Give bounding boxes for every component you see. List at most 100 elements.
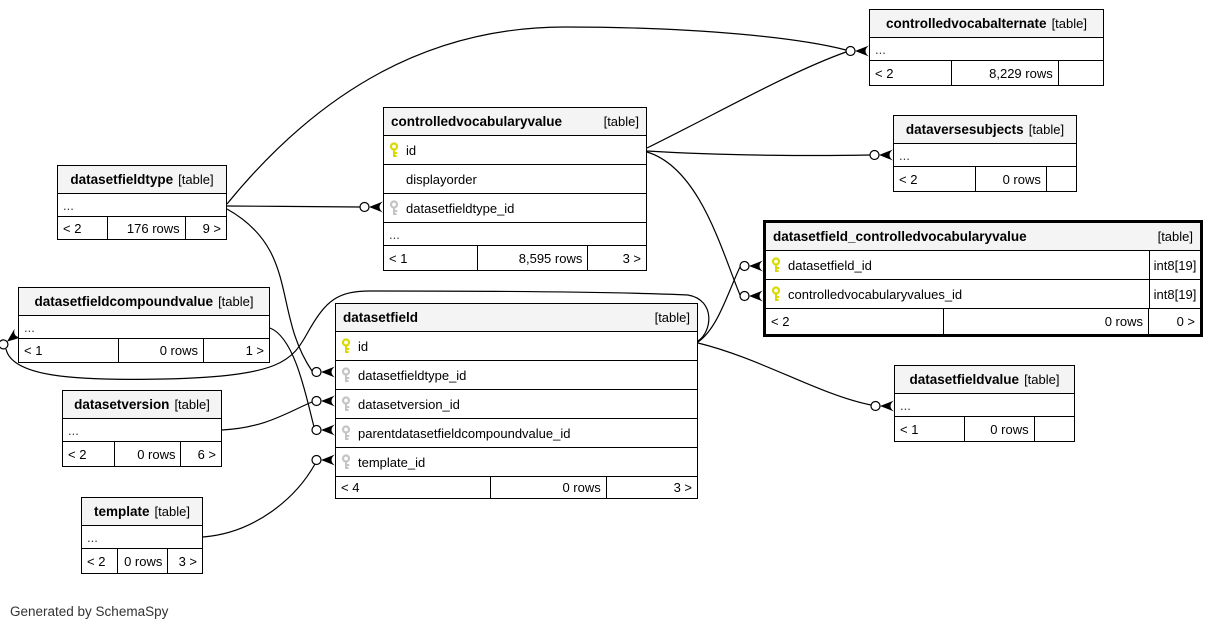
rel-datasetfieldtype-controlledvocabalternate [226, 26, 847, 205]
rel-controlledvocabularyvalue-controlledvocabalternate [646, 51, 847, 149]
foreign-key-icon [340, 425, 352, 441]
table-name: controlledvocabularyvalue [391, 114, 563, 129]
table-datasetversion[interactable]: datasetversion [table] ... < 2 0 rows 6 … [62, 390, 222, 467]
column-row: datasetfield_id int8[19] [766, 251, 1200, 280]
table-badge: [table] [1024, 372, 1060, 387]
fk-count: < 2 [63, 442, 116, 466]
column-type: int8[19] [1149, 280, 1200, 308]
table-footer: < 2 0 rows [894, 167, 1076, 191]
table-datasetfieldtype[interactable]: datasetfieldtype [table] ... < 2 176 row… [57, 165, 227, 240]
rel-controlledvocabularyvalue-junction [646, 151, 741, 296]
table-badge: [table] [218, 294, 254, 309]
fk-marker [311, 453, 336, 467]
table-datasetfieldvalue[interactable]: datasetfieldvalue [table] ... < 1 0 rows [894, 365, 1075, 442]
primary-key-icon [340, 338, 352, 354]
column-row: id [336, 332, 697, 361]
table-badge: [table] [654, 310, 690, 325]
table-datasetfieldcompoundvalue[interactable]: datasetfieldcompoundvalue [table] ... < … [18, 287, 270, 363]
fk-marker [869, 148, 894, 162]
column-name: datasetversion_id [358, 396, 460, 412]
row-count: 176 rows [108, 217, 186, 239]
table-footer: < 1 0 rows [895, 417, 1074, 441]
table-header: datasetversion [table] [63, 391, 221, 419]
table-datasetfield[interactable]: datasetfield [table] id datasetfieldtype… [335, 303, 698, 499]
column-name: datasetfieldtype_id [358, 367, 467, 383]
column-row: datasetfieldtype_id [384, 194, 646, 223]
table-footer: < 2 176 rows 9 > [58, 217, 226, 239]
column-name: displayorder [406, 171, 477, 187]
hidden-columns-row: ... [870, 38, 1103, 61]
fk-marker [311, 423, 336, 437]
column-name: id [406, 142, 417, 158]
table-name: dataversesubjects [905, 122, 1024, 137]
table-header: controlledvocabularyvalue [table] [384, 108, 646, 136]
fk-count: < 1 [384, 246, 479, 270]
rel-datasetfieldtype-datasetfield [226, 208, 313, 372]
generated-by-caption: Generated by SchemaSpy [10, 604, 169, 619]
table-datasetfield-controlledvocabularyvalue[interactable]: datasetfield_controlledvocabularyvalue [… [763, 220, 1203, 337]
child-count: 3 > [622, 250, 641, 266]
table-badge: [table] [178, 172, 214, 187]
table-header: datasetfield_controlledvocabularyvalue [… [766, 223, 1200, 251]
hidden-columns-row: ... [384, 223, 646, 246]
column-row: template_id [336, 448, 697, 477]
table-template[interactable]: template [table] ... < 2 0 rows 3 > [81, 497, 203, 574]
row-count: 0 rows [976, 167, 1047, 191]
table-controlledvocabularyvalue[interactable]: controlledvocabularyvalue [table] id dis… [383, 107, 647, 271]
child-count: 0 > [1176, 314, 1195, 329]
row-count: 0 rows [965, 417, 1035, 441]
fk-marker [311, 365, 336, 379]
rel-datasetfieldcompoundvalue-datasetfield [269, 327, 315, 428]
table-badge: [table] [603, 114, 639, 129]
table-footer: < 2 8,229 rows [870, 61, 1103, 85]
table-badge: [table] [1157, 229, 1193, 244]
row-count: 8,229 rows [952, 61, 1059, 85]
foreign-key-icon [340, 367, 352, 383]
table-name: datasetfieldtype [70, 172, 174, 187]
table-footer: < 2 0 rows 3 > [82, 549, 202, 573]
table-dataversesubjects[interactable]: dataversesubjects [table] ... < 2 0 rows [893, 115, 1077, 192]
column-name: datasetfieldtype_id [406, 200, 515, 216]
hidden-columns-row: ... [19, 316, 269, 339]
table-footer: < 4 0 rows 3 > [336, 477, 697, 498]
child-count: 3 > [673, 480, 692, 495]
table-header: datasetfield [table] [336, 304, 697, 332]
fk-count: < 1 [895, 417, 965, 441]
table-badge: [table] [174, 397, 210, 412]
row-count: 8,595 rows [478, 246, 589, 270]
child-count [1035, 417, 1074, 441]
rel-controlledvocabularyvalue-dataversesubjects [646, 150, 871, 157]
fk-marker [870, 399, 895, 413]
foreign-key-icon [340, 396, 352, 412]
column-row: displayorder [384, 165, 646, 194]
table-badge: [table] [1028, 122, 1065, 137]
table-header: controlledvocabalternate [table] [870, 10, 1103, 38]
row-count: 0 rows [944, 309, 1149, 334]
primary-key-icon [388, 142, 400, 158]
table-header: datasetfieldtype [table] [58, 166, 226, 194]
table-controlledvocabalternate[interactable]: controlledvocabalternate [table] ... < 2… [869, 9, 1104, 86]
column-row: datasetversion_id [336, 390, 697, 419]
table-badge: [table] [154, 504, 190, 519]
child-count: 1 > [245, 343, 264, 358]
fk-marker [359, 200, 384, 214]
table-name: controlledvocabalternate [886, 16, 1047, 31]
row-count: 0 rows [119, 339, 204, 362]
column-row: datasetfieldtype_id [336, 361, 697, 390]
table-name: datasetfield [343, 310, 419, 325]
fk-count: < 2 [58, 217, 109, 239]
table-name: datasetfieldcompoundvalue [34, 294, 214, 309]
rel-datasetversion-datasetfield [221, 401, 313, 431]
hidden-columns-row: ... [895, 394, 1074, 417]
table-footer: < 2 0 rows 0 > [766, 309, 1200, 334]
child-count [1059, 61, 1103, 85]
rel-datasetfieldtype-controlledvocabularyvalue [226, 205, 361, 208]
column-row: controlledvocabularyvalues_id int8[19] [766, 280, 1200, 309]
foreign-key-icon [340, 454, 352, 470]
fk-marker [739, 289, 764, 303]
table-header: datasetfieldcompoundvalue [table] [19, 288, 269, 316]
hidden-columns-row: ... [894, 144, 1076, 167]
fk-count: < 2 [870, 61, 952, 85]
column-name: template_id [358, 454, 426, 470]
